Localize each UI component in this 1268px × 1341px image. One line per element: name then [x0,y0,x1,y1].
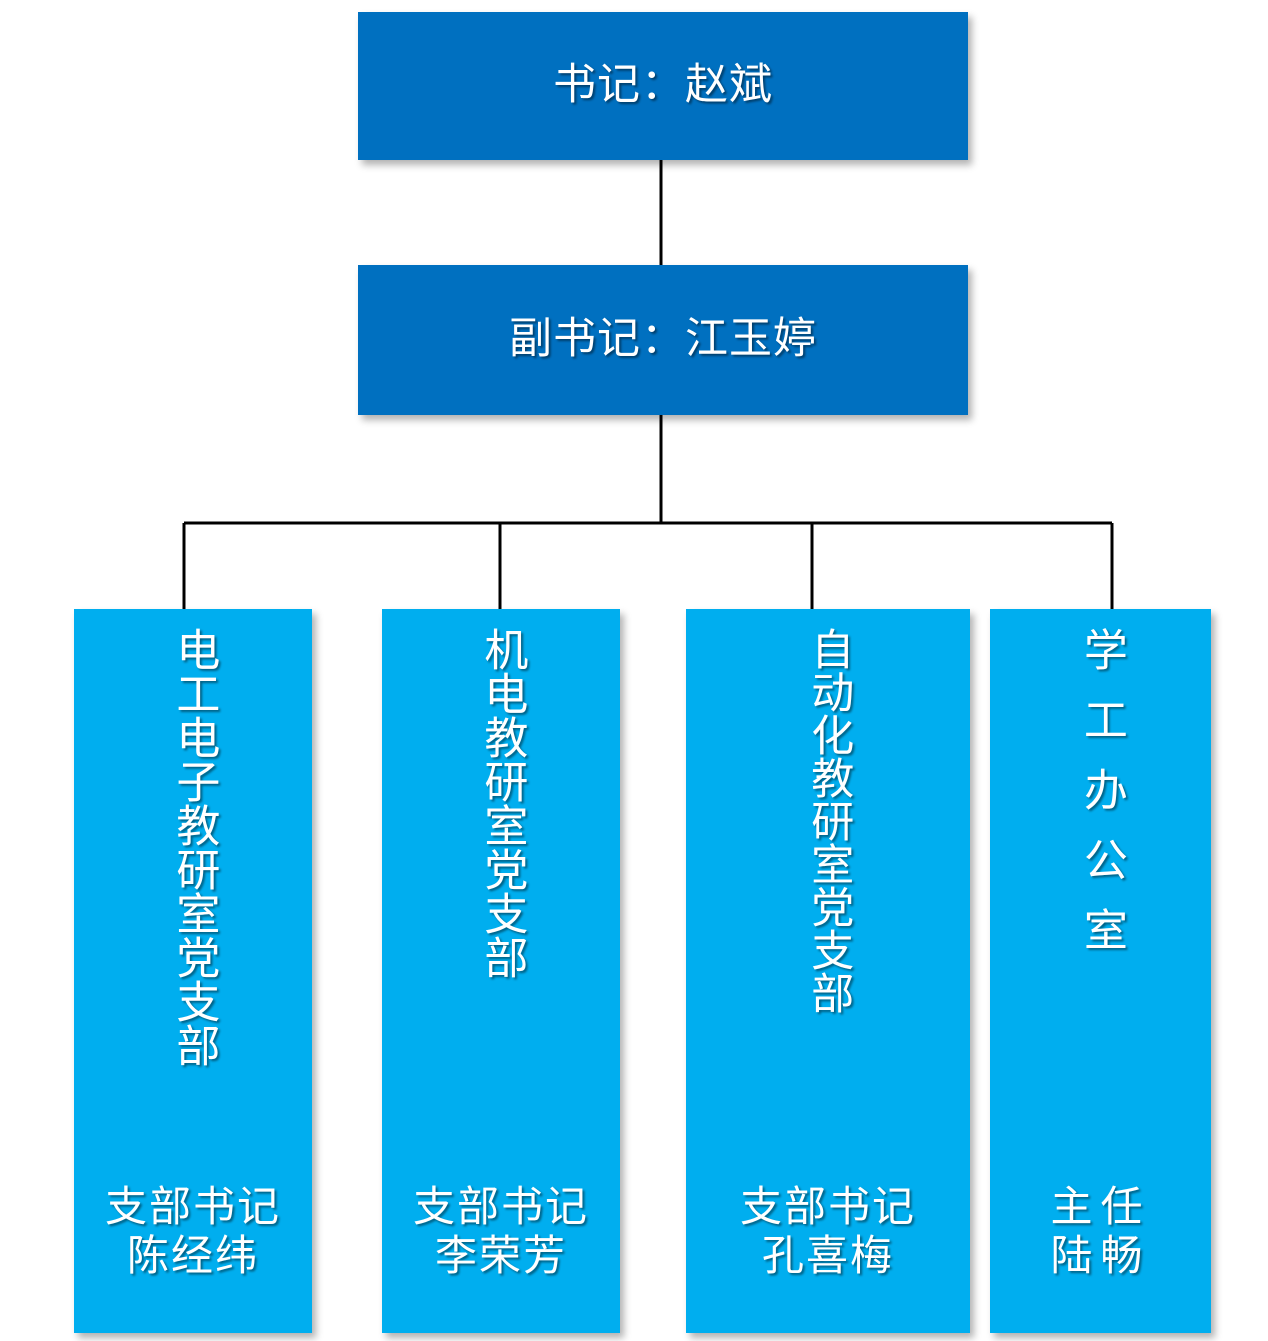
branch-3-name-wrap: 学工办公室 [990,627,1211,1182]
branch-2-name-wrap: 自动化教研室党支部 [686,627,970,1182]
branch-1-role: 支部书记 [412,1181,589,1231]
node-branch-student-affairs[interactable]: 学工办公室 主任 陆畅 [990,609,1211,1333]
branch-1-footer: 支部书记 李荣芳 [382,1182,620,1311]
branch-3-role: 主任 [1050,1181,1151,1231]
node-deputy-secretary-label: 副书记：江玉婷 [509,314,817,365]
branch-3-footer: 主任 陆畅 [990,1182,1211,1311]
branch-2-footer: 支部书记 孔喜梅 [686,1182,970,1311]
branch-2-person: 孔喜梅 [761,1231,894,1281]
node-branch-mechatronics[interactable]: 机电教研室党支部 支部书记 李荣芳 [382,609,620,1333]
node-secretary-label: 书记：赵斌 [553,60,773,111]
branch-1-name-wrap: 机电教研室党支部 [382,627,620,1182]
branch-0-person: 陈经纬 [126,1231,259,1281]
branch-3-name: 学工办公室 [1075,627,1127,977]
branch-2-name: 自动化教研室党支部 [803,627,854,1014]
branch-0-name: 电工电子教研室党支部 [168,627,220,1067]
node-branch-automation[interactable]: 自动化教研室党支部 支部书记 孔喜梅 [686,609,970,1333]
branch-3-person: 陆畅 [1050,1231,1151,1281]
branch-0-name-wrap: 电工电子教研室党支部 [74,627,312,1182]
branch-2-role: 支部书记 [739,1181,916,1231]
node-deputy-secretary[interactable]: 副书记：江玉婷 [358,265,968,415]
branch-0-footer: 支部书记 陈经纬 [74,1182,312,1311]
node-branch-electrical-electronics[interactable]: 电工电子教研室党支部 支部书记 陈经纬 [74,609,312,1333]
branch-1-person: 李荣芳 [434,1231,567,1281]
branch-0-role: 支部书记 [104,1181,281,1231]
node-secretary[interactable]: 书记：赵斌 [358,12,968,160]
branch-1-name: 机电教研室党支部 [476,627,528,979]
